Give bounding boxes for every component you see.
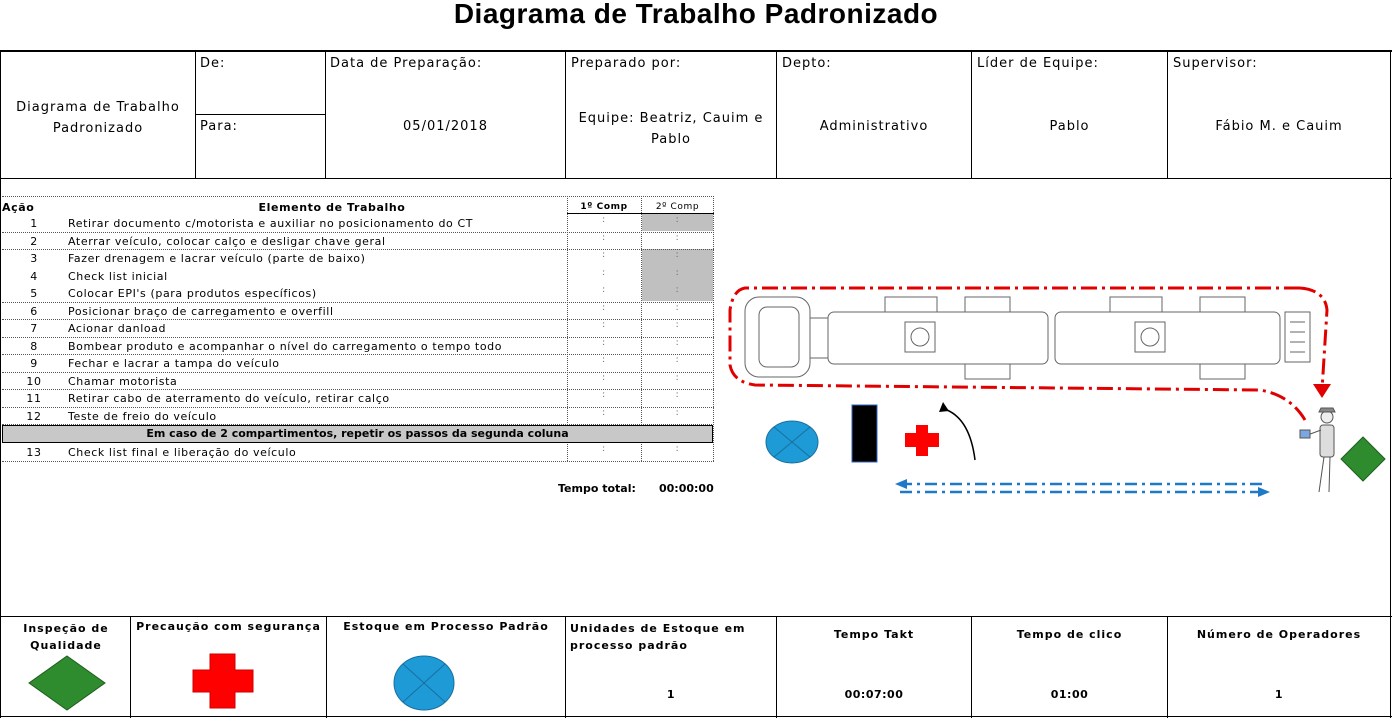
operadores-label: Número de Operadores [1196,628,1362,641]
table-row: 13 Check list final e liberação do veícu… [26,444,680,459]
path-arrow-icon [1313,384,1331,398]
precaucao-label: Precaução com segurança [136,620,321,633]
machine-icon [851,404,878,463]
right-border [1390,50,1391,718]
divider [565,50,566,179]
footer-top-border [0,616,1392,617]
footer-bottom-border [0,716,1392,717]
estoque-label: Estoque em Processo Padrão [343,620,549,633]
arrow-right-icon [1258,487,1270,497]
unidades-value: 1 [666,688,676,701]
unidades-label: Unidades de Estoque em processo padrão [570,622,746,652]
preparado-label: Preparado por: [571,56,682,71]
workstation-layout [728,286,1386,497]
walk-path [728,286,1307,421]
lider-value: Pablo [1049,119,1090,134]
stock-circle-icon [393,655,455,711]
divider [1167,50,1168,179]
stock-icon [765,420,819,464]
total-label: Tempo total: [558,482,636,495]
data-label: Data de Preparação: [330,56,483,71]
truck-icon [744,296,1311,380]
arrow-left-icon [895,479,907,489]
operadores-value: 1 [1274,688,1284,701]
para-label: Para: [200,119,238,134]
divider [195,114,325,115]
page-title: Diagrama de Trabalho Padronizado [453,0,939,29]
lider-label: Líder de Equipe: [977,56,1099,71]
header-bottom-border [0,178,1392,179]
col-comp1: 1º Comp [580,202,628,212]
compartment-note: Em caso de 2 compartimentos, repetir os … [2,425,713,443]
quality-diamond-icon [28,655,106,711]
divider [776,50,777,179]
safety-cross-icon [192,653,254,709]
table-header: Ação Elemento de Trabalho 1º Comp 2º Com… [2,199,714,216]
col-elemento: Elemento de Trabalho [258,201,406,214]
depto-label: Depto: [782,56,832,71]
divider [325,50,326,179]
quality-check-icon [1340,436,1386,482]
supervisor-label: Supervisor: [1173,56,1258,71]
ciclo-label: Tempo de clico [1016,628,1123,641]
takt-label: Tempo Takt [833,628,915,641]
doc-name: Diagrama de Trabalho Padronizado [16,100,180,136]
divider [971,50,972,179]
total-value: 00:00:00 [659,482,714,495]
safety-cross-icon [905,425,939,456]
walk-path [1299,286,1329,391]
preparado-value: Equipe: Beatriz, Cauim e Pablo [578,111,764,147]
data-value: 05/01/2018 [403,119,488,134]
arrow-head-icon [939,402,949,412]
left-border [0,50,1,718]
col-acao: Ação [2,201,35,214]
depto-value: Administrativo [819,119,929,134]
col-comp2: 2º Comp [655,202,700,212]
header-top-border [0,50,1392,52]
supervisor-value: Fábio M. e Cauim [1215,119,1343,134]
inspecao-label: Inspeção de Qualidade [23,622,109,652]
takt-value: 00:07:00 [844,688,904,701]
ciclo-value: 01:00 [1050,688,1089,701]
operator-icon [1299,407,1336,493]
curved-arrow-icon [946,409,976,461]
de-label: De: [200,56,226,71]
